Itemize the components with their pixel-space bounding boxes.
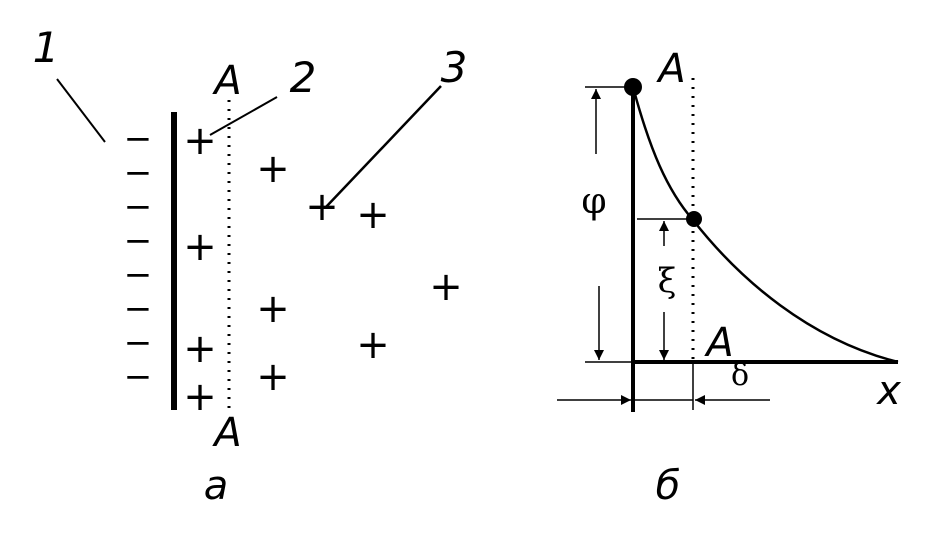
label-3: 3 [441, 43, 468, 92]
negative-charge: − [124, 153, 153, 193]
negative-charge: − [124, 255, 153, 295]
label-delta-subscript: δ [731, 358, 749, 393]
positive-charge: + [356, 322, 390, 368]
positive-charge: + [183, 118, 217, 164]
negative-charge: − [124, 289, 153, 329]
positive-charge: + [183, 374, 217, 420]
negative-charge: − [124, 119, 153, 159]
label-a-bottom: A [211, 410, 241, 456]
positive-charge: + [183, 224, 217, 270]
label-2: 2 [290, 53, 317, 102]
panel-b: A φ ξ A δ x б [557, 46, 901, 509]
leader-line-3 [325, 85, 442, 208]
negative-charges: − − − − − − − − [124, 119, 153, 397]
positive-charge: + [305, 184, 339, 230]
positive-charge: + [356, 192, 390, 238]
negative-charge: − [124, 221, 153, 261]
label-x-axis: x [875, 368, 901, 414]
negative-charge: − [124, 187, 153, 227]
leader-line-1 [56, 78, 106, 143]
caption-b: б [656, 463, 681, 509]
label-a-delta: A [703, 320, 733, 366]
positive-charge: + [429, 264, 463, 310]
negative-charge: − [124, 357, 153, 397]
label-phi: φ [581, 181, 606, 222]
label-xi: ξ [658, 261, 677, 301]
negative-charge: − [124, 323, 153, 363]
label-a-top: A [655, 46, 685, 92]
label-a-top: A [211, 58, 241, 104]
positive-charge: + [183, 326, 217, 372]
positive-charge: + [256, 146, 290, 192]
positive-charge: + [256, 286, 290, 332]
panel-a: − − − − − − − − + + + + + + + + + + + 1 … [33, 23, 468, 509]
potential-curve [631, 86, 899, 364]
label-1: 1 [33, 23, 60, 72]
leader-line-2 [209, 96, 278, 136]
positive-charges: + + + + + + + + + + + [183, 118, 463, 420]
caption-a: а [204, 463, 229, 509]
positive-charge: + [256, 354, 290, 400]
